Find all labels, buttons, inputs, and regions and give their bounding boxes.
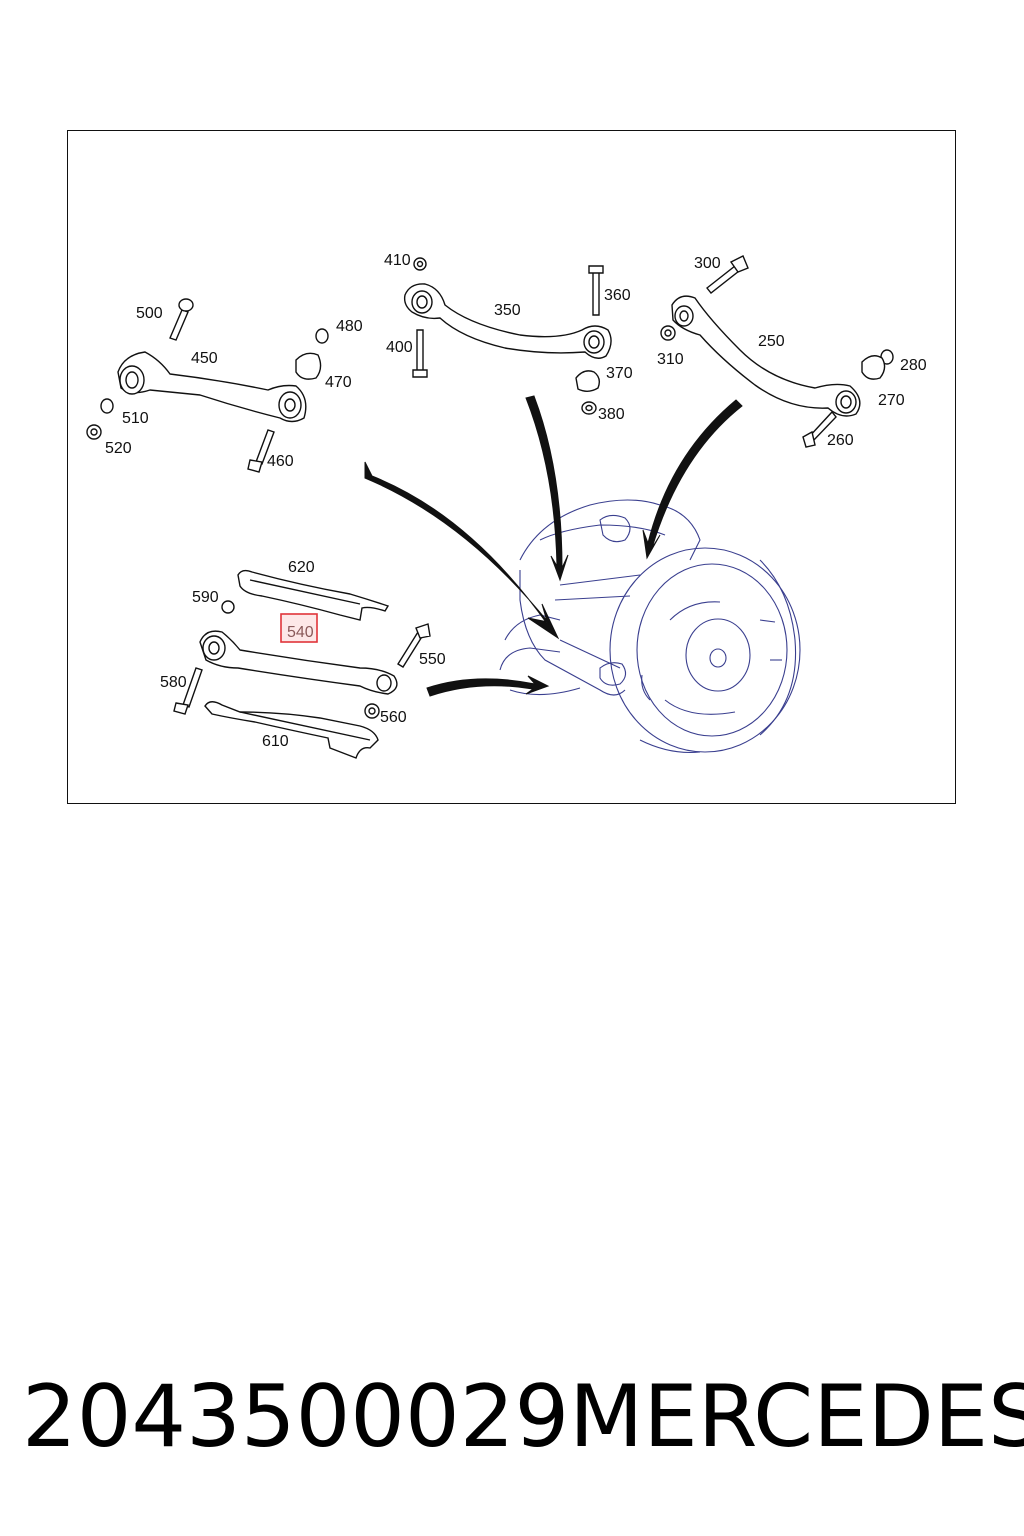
- arm-250-group: [660, 255, 894, 448]
- pointer-arrows: [364, 395, 743, 697]
- callout-540: 540: [287, 624, 314, 641]
- callout-310: 310: [657, 351, 684, 368]
- callout-280: 280: [900, 357, 927, 374]
- callout-260: 260: [827, 432, 854, 449]
- callout-370: 370: [606, 365, 633, 382]
- callout-380: 380: [598, 406, 625, 423]
- part-number: 2043500029: [22, 1367, 570, 1467]
- callout-480: 480: [336, 318, 363, 335]
- arrow-450-to-hub: [364, 461, 560, 640]
- arrow-350-to-hub: [525, 395, 569, 582]
- callout-300: 300: [694, 255, 721, 272]
- callout-270: 270: [878, 392, 905, 409]
- callout-560: 560: [380, 709, 407, 726]
- arrow-250-to-hub: [642, 399, 743, 560]
- arm-540-group: [173, 569, 431, 759]
- callout-400: 400: [386, 339, 413, 356]
- wheel-carrier-drawing: [499, 499, 801, 754]
- callout-labels: 410 360 350 400 370 380 300 250 310 280 …: [105, 252, 927, 750]
- callout-590: 590: [192, 589, 219, 606]
- callout-620: 620: [288, 559, 315, 576]
- callout-550: 550: [419, 651, 446, 668]
- arrow-540-to-hub: [426, 675, 550, 697]
- callout-500: 500: [136, 305, 163, 322]
- callout-510: 510: [122, 410, 149, 427]
- arm-450-group: [86, 298, 329, 473]
- callout-450: 450: [191, 350, 218, 367]
- callout-410: 410: [384, 252, 411, 269]
- highlight-box-540: [280, 613, 318, 643]
- callout-520: 520: [105, 440, 132, 457]
- callout-460: 460: [267, 453, 294, 470]
- callout-250: 250: [758, 333, 785, 350]
- arm-350-group: [403, 257, 612, 415]
- callout-580: 580: [160, 674, 187, 691]
- callout-360: 360: [604, 287, 631, 304]
- callout-610: 610: [262, 733, 289, 750]
- brand-name: MERCEDES: [569, 1367, 1024, 1467]
- callout-350: 350: [494, 302, 521, 319]
- product-caption: 2043500029 MERCEDES: [0, 1362, 1024, 1472]
- callout-470: 470: [325, 374, 352, 391]
- diagram-frame: [67, 130, 956, 804]
